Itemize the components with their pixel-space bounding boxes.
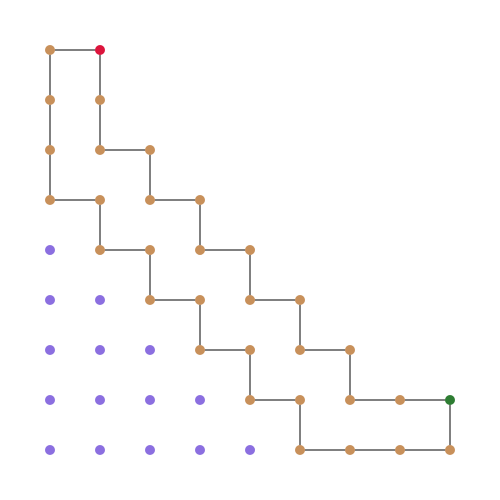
path-cell-dot[interactable] xyxy=(295,445,305,455)
free-cell-dot[interactable] xyxy=(95,445,105,455)
path-cell-dot[interactable] xyxy=(245,295,255,305)
path-cell-dot[interactable] xyxy=(95,245,105,255)
path-cell-dot[interactable] xyxy=(245,245,255,255)
path-cell-dot[interactable] xyxy=(195,295,205,305)
path-cell-dot[interactable] xyxy=(295,295,305,305)
path-cell-dot[interactable] xyxy=(395,445,405,455)
free-cell-dot[interactable] xyxy=(45,245,55,255)
path-cell-dot[interactable] xyxy=(145,245,155,255)
path-cell-dot[interactable] xyxy=(45,145,55,155)
path-cell-dot[interactable] xyxy=(45,45,55,55)
path-cell-dot[interactable] xyxy=(345,395,355,405)
path-cell-dot[interactable] xyxy=(45,95,55,105)
free-cell-dot[interactable] xyxy=(145,445,155,455)
path-cell-dot[interactable] xyxy=(95,195,105,205)
path-cell-dot[interactable] xyxy=(95,95,105,105)
free-cell-dot[interactable] xyxy=(95,295,105,305)
path-cell-dot[interactable] xyxy=(345,345,355,355)
free-cell-dot[interactable] xyxy=(195,445,205,455)
path-cell-dot[interactable] xyxy=(45,195,55,205)
path-cell-dot[interactable] xyxy=(195,245,205,255)
path-cell-dot[interactable] xyxy=(245,345,255,355)
path-cell-dot[interactable] xyxy=(295,345,305,355)
free-cell-dot[interactable] xyxy=(45,395,55,405)
start-cell-dot[interactable] xyxy=(95,45,105,55)
free-cell-dot[interactable] xyxy=(95,395,105,405)
path-cell-dot[interactable] xyxy=(295,395,305,405)
path-cell-dot[interactable] xyxy=(95,145,105,155)
path-cell-dot[interactable] xyxy=(145,295,155,305)
path-cell-dot[interactable] xyxy=(145,145,155,155)
path-cell-dot[interactable] xyxy=(145,195,155,205)
free-cell-dot[interactable] xyxy=(45,295,55,305)
path-cell-dot[interactable] xyxy=(395,395,405,405)
dot-layer xyxy=(45,45,455,455)
free-cell-dot[interactable] xyxy=(195,395,205,405)
path-cell-dot[interactable] xyxy=(195,195,205,205)
path-cell-dot[interactable] xyxy=(445,445,455,455)
free-cell-dot[interactable] xyxy=(95,345,105,355)
end-cell-dot[interactable] xyxy=(445,395,455,405)
free-cell-dot[interactable] xyxy=(145,395,155,405)
path-cell-dot[interactable] xyxy=(195,345,205,355)
free-cell-dot[interactable] xyxy=(245,445,255,455)
free-cell-dot[interactable] xyxy=(145,345,155,355)
free-cell-dot[interactable] xyxy=(45,345,55,355)
path-cell-dot[interactable] xyxy=(245,395,255,405)
free-cell-dot[interactable] xyxy=(45,445,55,455)
path-cell-dot[interactable] xyxy=(345,445,355,455)
